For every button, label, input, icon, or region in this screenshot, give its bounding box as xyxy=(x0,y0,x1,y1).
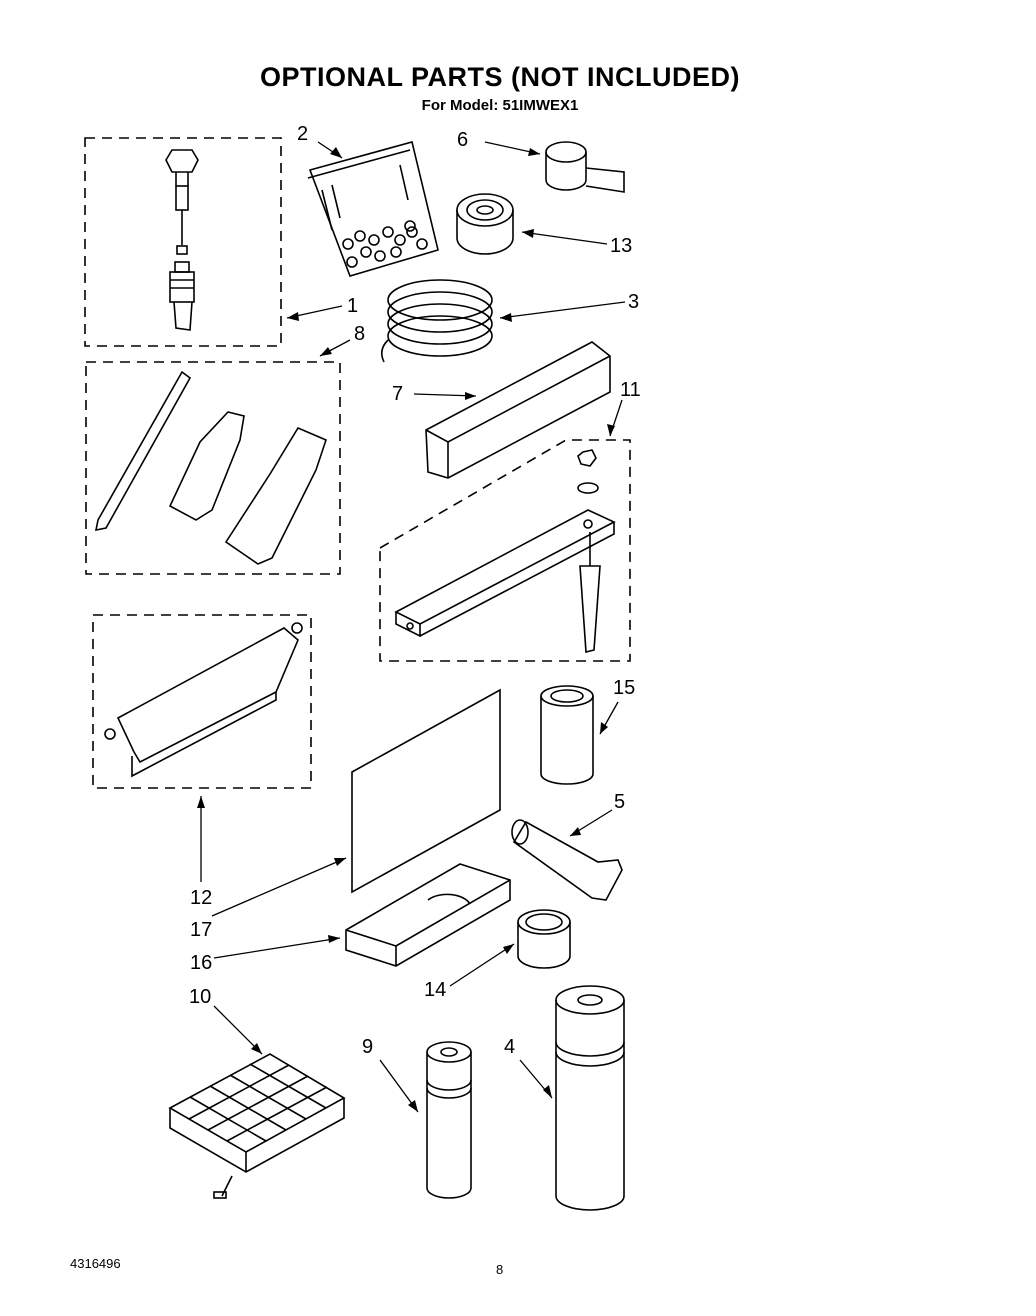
can-part-15 xyxy=(540,685,594,785)
sheet-part-17 xyxy=(351,688,501,894)
callout-17: 17 xyxy=(190,919,212,941)
callout-5: 5 xyxy=(614,791,625,813)
callout-13: 13 xyxy=(610,235,632,257)
callout-2: 2 xyxy=(297,123,308,145)
group-box-12 xyxy=(92,614,312,789)
foam-block-part-7 xyxy=(425,341,611,479)
callout-3: 3 xyxy=(628,291,639,313)
callout-6: 6 xyxy=(457,129,468,151)
callout-16: 16 xyxy=(190,952,212,974)
tube-part-5 xyxy=(511,819,623,901)
callout-1: 1 xyxy=(347,295,358,317)
callout-14: 14 xyxy=(424,979,446,1001)
foam-insulation-part-16 xyxy=(345,863,511,967)
callout-7: 7 xyxy=(392,383,403,405)
callout-15: 15 xyxy=(613,677,635,699)
tape-part-13 xyxy=(456,193,514,255)
group-box-1 xyxy=(84,137,282,347)
leader-lines xyxy=(200,141,626,1113)
tape-part-14 xyxy=(517,909,571,969)
channel-part-12 xyxy=(104,622,303,778)
bracket-part-11 xyxy=(394,449,616,654)
callout-11: 11 xyxy=(620,379,641,401)
tape-part-6 xyxy=(545,141,625,193)
wire-coil-part-3 xyxy=(380,279,493,363)
callout-labels: 2 6 13 1 3 8 7 11 15 5 12 17 16 14 10 9 … xyxy=(189,123,641,1058)
canister-part-4 xyxy=(555,985,625,1211)
bag-part-2 xyxy=(307,141,439,277)
group-box-11 xyxy=(379,439,631,662)
callout-12: 12 xyxy=(190,887,212,909)
page-number: 8 xyxy=(496,1262,504,1277)
page-title: OPTIONAL PARTS (NOT INCLUDED) xyxy=(260,62,740,92)
callout-9: 9 xyxy=(362,1036,373,1058)
model-subtitle: For Model: 51IMWEX1 xyxy=(421,97,579,114)
arrowheads xyxy=(197,147,615,1112)
valve-fitting-part-1 xyxy=(165,149,199,331)
canister-part-9 xyxy=(426,1041,472,1199)
callout-8: 8 xyxy=(354,323,365,345)
document-number: 4316496 xyxy=(70,1256,121,1271)
group-box-8 xyxy=(85,361,341,575)
callout-10: 10 xyxy=(189,986,211,1008)
tool-and-tubes-part-8 xyxy=(94,370,327,565)
callout-4: 4 xyxy=(504,1036,515,1058)
basket-part-10 xyxy=(168,1053,346,1199)
